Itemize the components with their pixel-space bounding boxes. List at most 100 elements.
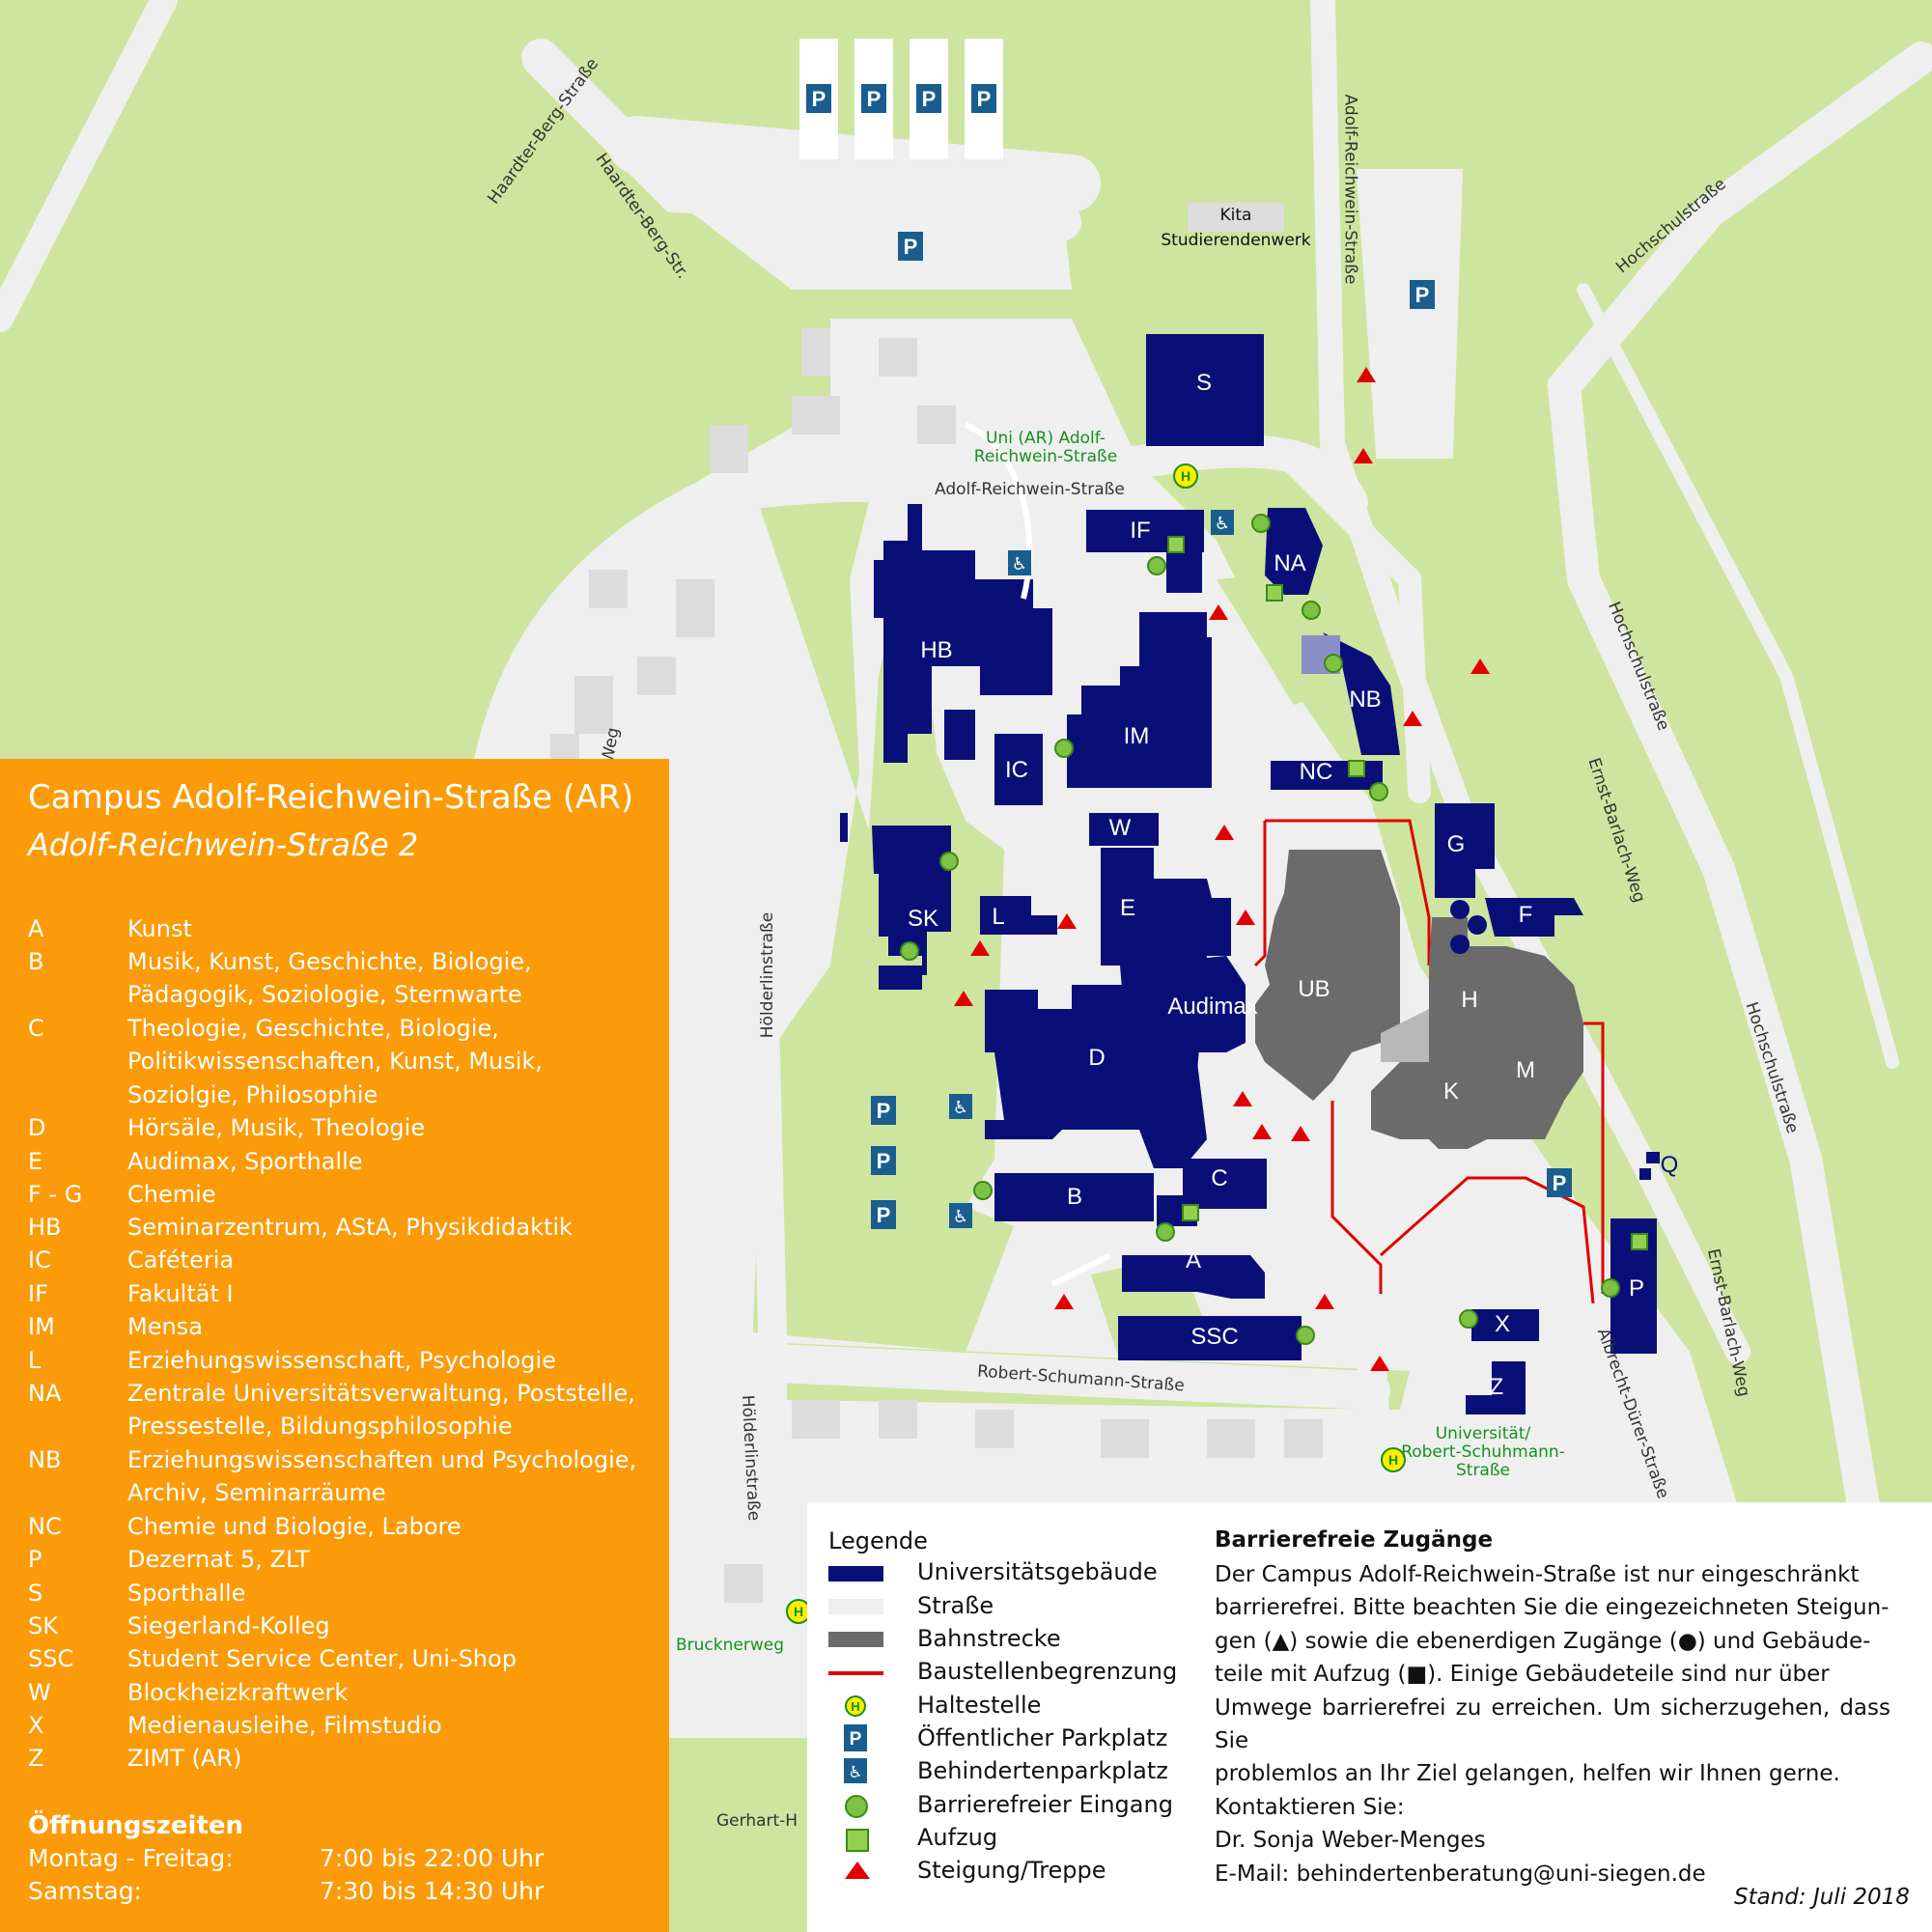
accessibility-line-5: Umwege barrierefrei zu erreichen. Um sic… xyxy=(1215,1694,1890,1754)
label-l[interactable]: L xyxy=(992,904,1005,930)
label-na[interactable]: NA xyxy=(1274,550,1306,576)
legend-box xyxy=(807,1502,1932,1932)
label-if[interactable]: IF xyxy=(1130,518,1151,544)
legend-entrance-label: Barrierefreier Eingang xyxy=(917,1791,1173,1818)
building-hb xyxy=(874,504,1052,763)
accessibility-person: Dr. Sonja Weber-Menges xyxy=(1215,1828,1486,1854)
accessibility-email[interactable]: E-Mail: behindertenberatung@uni-siegen.d… xyxy=(1215,1861,1706,1887)
desc-l: Erziehungswissenschaft, Psychologie xyxy=(127,1347,556,1374)
connector-octagons xyxy=(1450,900,1487,954)
building-sk xyxy=(872,826,951,990)
legend-title: Legende xyxy=(828,1527,928,1554)
desc-na-2: Pressestelle, Bildungsphilosophie xyxy=(127,1413,513,1440)
svg-text:♿: ♿ xyxy=(953,1207,968,1227)
label-d[interactable]: D xyxy=(1088,1045,1106,1071)
desc-nb-1: Erziehungswissenschaften und Psychologie… xyxy=(127,1446,637,1473)
legend-stop-icon: H xyxy=(845,1695,866,1717)
bus-stops xyxy=(786,463,1406,1624)
label-h[interactable]: H xyxy=(1461,987,1478,1013)
label-nc[interactable]: NC xyxy=(1299,759,1333,785)
label-q[interactable]: Q xyxy=(1660,1152,1679,1178)
label-p[interactable]: P xyxy=(1628,1275,1645,1302)
label-ub[interactable]: UB xyxy=(1298,976,1330,1002)
label-a[interactable]: A xyxy=(1185,1247,1202,1274)
label-hb[interactable]: HB xyxy=(920,637,953,663)
label-sk[interactable]: SK xyxy=(907,906,939,932)
label-ic[interactable]: IC xyxy=(1005,757,1028,783)
label-g[interactable]: G xyxy=(1446,831,1466,857)
label-e[interactable]: E xyxy=(1119,895,1136,921)
parking-lots-top xyxy=(666,39,1072,290)
desc-c-2: Politikwissenschaften, Kunst, Musik, xyxy=(127,1048,543,1075)
desc-a: Kunst xyxy=(127,915,192,942)
desc-c-3: Soziolgie, Philosophie xyxy=(127,1081,378,1108)
desc-z: ZIMT (AR) xyxy=(127,1745,242,1772)
label-audimax[interactable]: Audimax xyxy=(1167,994,1258,1020)
building-q2 xyxy=(1639,1168,1651,1180)
code-d: D xyxy=(28,1114,46,1141)
code-ssc: SSC xyxy=(28,1645,74,1672)
desc-b-1: Musik, Kunst, Geschichte, Biologie, xyxy=(127,948,532,975)
svg-text:H: H xyxy=(1181,468,1190,484)
code-fg: F - G xyxy=(28,1181,83,1208)
university-buildings xyxy=(840,334,1660,1414)
code-sk: SK xyxy=(28,1612,58,1639)
svg-text:H: H xyxy=(1388,1452,1398,1468)
desc-s: Sporthalle xyxy=(127,1580,246,1607)
disabled-parking-signs xyxy=(949,510,1234,1228)
desc-w: Blockheizkraftwerk xyxy=(127,1679,349,1706)
construction-boundary xyxy=(1253,819,1605,1304)
label-ssc[interactable]: SSC xyxy=(1190,1324,1239,1350)
label-z[interactable]: Z xyxy=(1489,1374,1504,1400)
code-b: B xyxy=(28,948,44,975)
code-na: NA xyxy=(28,1380,62,1407)
code-z: Z xyxy=(28,1745,44,1772)
label-im[interactable]: IM xyxy=(1123,723,1150,749)
building-f xyxy=(1485,898,1583,937)
legend-stop-label: Haltestelle xyxy=(917,1692,1042,1719)
desc-fg: Chemie xyxy=(127,1181,216,1208)
building-d xyxy=(985,985,1207,1168)
building-l xyxy=(980,896,1057,935)
label-nb[interactable]: NB xyxy=(1349,686,1382,713)
code-if: IF xyxy=(28,1280,48,1307)
label-w[interactable]: W xyxy=(1108,815,1132,841)
desc-b-2: Pädagogik, Soziologie, Sternwarte xyxy=(127,981,522,1008)
label-f[interactable]: F xyxy=(1518,902,1533,928)
hours-weekdays-label: Montag - Freitag: xyxy=(28,1844,234,1872)
desc-d: Hörsäle, Musik, Theologie xyxy=(127,1114,426,1141)
elevators xyxy=(1167,536,1648,1250)
desc-ssc: Student Service Center, Uni-Shop xyxy=(127,1645,517,1672)
ub-link xyxy=(1381,1004,1439,1062)
svg-text:P: P xyxy=(812,87,826,111)
label-c[interactable]: C xyxy=(1211,1165,1228,1191)
building-z xyxy=(1466,1361,1526,1414)
accessibility-line-3: gen (▲) sowie die ebenerdigen Zugänge (●… xyxy=(1215,1628,1871,1654)
street-hoelderlinstrasse-1: Hölderlinstraße xyxy=(758,911,778,1039)
building-a xyxy=(1122,1255,1265,1299)
label-x[interactable]: X xyxy=(1494,1311,1511,1337)
label-b[interactable]: B xyxy=(1066,1184,1083,1210)
svg-text:P: P xyxy=(1553,1171,1567,1195)
legend-parking-icon: P xyxy=(844,1724,867,1751)
label-m[interactable]: M xyxy=(1516,1057,1535,1083)
ub-complex xyxy=(1255,850,1583,1149)
code-e: E xyxy=(28,1148,43,1175)
bus-stop-letters: HHH xyxy=(794,468,1398,1619)
legend-elevator-icon xyxy=(846,1829,869,1852)
label-s[interactable]: S xyxy=(1195,370,1213,396)
svg-text:♿: ♿ xyxy=(953,1098,968,1118)
houses xyxy=(550,203,1323,1603)
building-if xyxy=(1086,510,1204,593)
opening-hours-title: Öffnungszeiten xyxy=(28,1811,244,1840)
desc-sk: Siegerland-Kolleg xyxy=(127,1612,330,1639)
svg-text:P: P xyxy=(877,1149,891,1173)
building-im xyxy=(1067,612,1212,788)
label-k[interactable]: K xyxy=(1442,1078,1460,1105)
legend-building-swatch xyxy=(828,1566,883,1582)
legend-slope-label: Steigung/Treppe xyxy=(917,1857,1106,1884)
desc-im: Mensa xyxy=(127,1313,203,1340)
building-audimax xyxy=(1168,956,1246,1052)
building-c xyxy=(1183,1159,1267,1195)
